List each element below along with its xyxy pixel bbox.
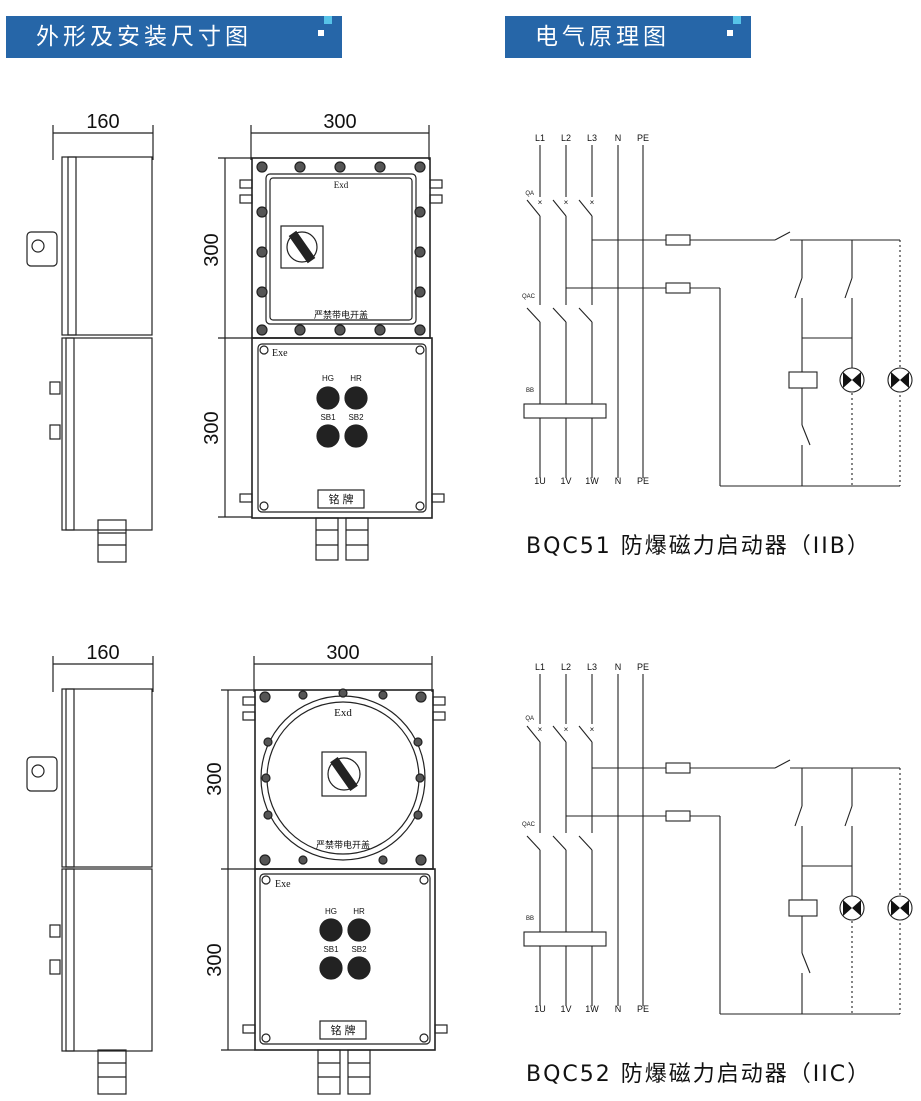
contactor-label: QAC [522, 822, 536, 828]
breaker-label: QA [525, 716, 534, 722]
side-view-top: 160 [26, 111, 154, 563]
output-label: 1V [560, 476, 571, 486]
output-label: 1U [534, 476, 546, 486]
terminal-label: L2 [561, 133, 571, 143]
indicator-lamp-icon [887, 895, 913, 921]
svg-text:×: × [590, 198, 595, 207]
svg-text:×: × [590, 725, 595, 734]
schematic-caption-bottom: BQC52 防爆磁力启动器（IIC） [526, 1062, 872, 1087]
nameplate: 铭 牌 [330, 1023, 355, 1037]
output-label: 1W [585, 476, 599, 486]
button-label-left: SB1 [323, 945, 339, 954]
svg-text:×: × [564, 725, 569, 734]
indicator-label-right: HR [353, 907, 365, 916]
rotary-switch [321, 751, 367, 797]
warning-text: 严禁带电开盖 [316, 839, 370, 850]
header-accent-square [733, 16, 741, 24]
relay-label: BB [526, 388, 534, 394]
indicator-lamp-icon [839, 895, 865, 921]
front-width-label: 300 [326, 642, 359, 664]
header-accent-dot [727, 30, 733, 36]
terminal-label: L1 [535, 133, 545, 143]
output-label: 1V [560, 1004, 571, 1014]
terminal-label: N [615, 133, 622, 143]
lower-height-label: 300 [201, 411, 223, 444]
svg-text:×: × [564, 198, 569, 207]
lower-marking: Exe [275, 879, 291, 890]
rotary-switch [280, 225, 324, 269]
upper-height-label: 300 [201, 233, 223, 266]
indicator-label-left: HG [322, 374, 334, 383]
indicator-lamp-icon [887, 367, 913, 393]
terminal-label: L3 [587, 662, 597, 672]
dimensions-section-header: 外形及安装尺寸图 [6, 16, 342, 58]
nameplate: 铭 牌 [328, 492, 353, 506]
svg-text:×: × [538, 725, 543, 734]
upper-marking: Exd [334, 180, 349, 190]
indicator-lamp-icon [839, 367, 865, 393]
terminal-label: N [615, 662, 622, 672]
output-label: PE [637, 1004, 649, 1014]
side-view-bottom: 160 [26, 642, 154, 1095]
upper-height-label: 300 [204, 762, 226, 795]
indicator-label-right: HR [350, 374, 362, 383]
schematic-top: L1 L2 L3 N PE QA × × × QAC BB 1U 1V 1W N… [522, 133, 913, 487]
output-label: PE [637, 476, 649, 486]
terminal-label: L3 [587, 133, 597, 143]
output-label: 1U [534, 1004, 546, 1014]
output-label: 1W [585, 1004, 599, 1014]
output-label: N [615, 1004, 622, 1014]
lower-height-label: 300 [204, 943, 226, 976]
contactor-label: QAC [522, 294, 536, 300]
button-label-left: SB1 [320, 413, 336, 422]
terminal-label: PE [637, 133, 649, 143]
schematic-section-title: 电气原理图 [535, 24, 670, 50]
indicator-label-left: HG [325, 907, 337, 916]
side-width-label: 160 [86, 111, 119, 133]
svg-text:×: × [538, 198, 543, 207]
breaker-label: QA [525, 191, 534, 197]
terminal-label: L2 [561, 662, 571, 672]
side-width-label: 160 [86, 642, 119, 664]
terminal-label: L1 [535, 662, 545, 672]
front-width-label: 300 [323, 111, 356, 133]
terminal-label: PE [637, 662, 649, 672]
header-accent-square [324, 16, 332, 24]
relay-label: BB [526, 916, 534, 922]
warning-text: 严禁带电开盖 [314, 309, 368, 320]
schematic-caption-top: BQC51 防爆磁力启动器（IIB） [526, 534, 871, 559]
schematic-section-header: 电气原理图 [505, 16, 751, 58]
schematic-bottom: L1 L2 L3 N PE QA × × × QAC BB 1U 1V 1W N… [522, 662, 913, 1015]
lower-marking: Exe [272, 348, 288, 359]
button-label-right: SB2 [351, 945, 367, 954]
button-label-right: SB2 [348, 413, 364, 422]
dimensions-section-title: 外形及安装尺寸图 [36, 24, 252, 50]
front-view-bottom: 300 300 300 Exd 严禁带电开盖 [204, 642, 448, 1095]
header-accent-dot [318, 30, 324, 36]
upper-marking: Exd [334, 707, 352, 719]
front-view-top: 300 300 300 Exd 严禁带电开盖 [201, 111, 445, 561]
output-label: N [615, 476, 622, 486]
